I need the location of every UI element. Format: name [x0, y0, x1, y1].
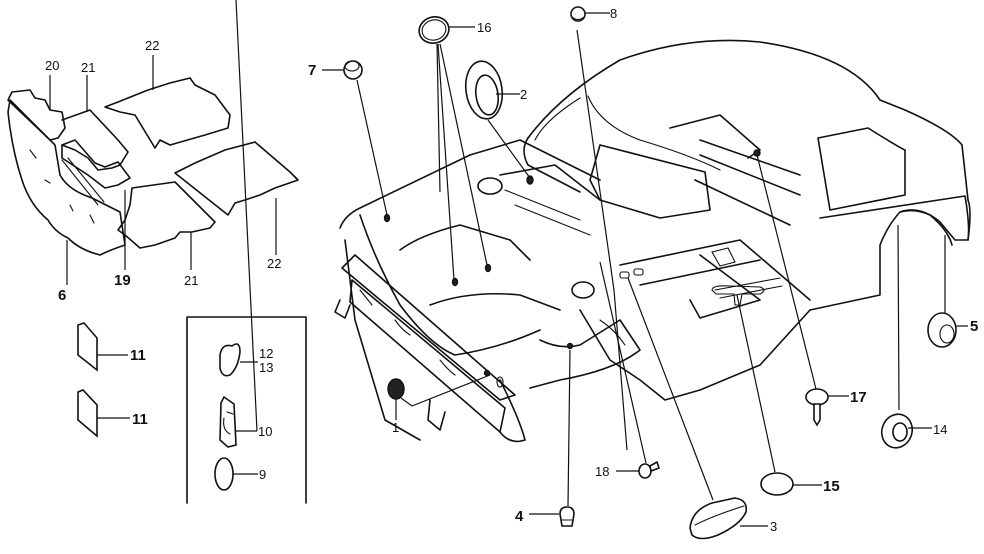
mat-22-upper [104, 77, 231, 149]
label-2: 2 [520, 87, 527, 102]
plug-3 [627, 277, 768, 540]
label-14: 14 [933, 422, 947, 437]
plug-1 [387, 374, 491, 420]
plug-9 [214, 457, 258, 491]
plug-4 [529, 349, 575, 527]
label-17: 17 [850, 389, 867, 406]
plug-5 [927, 235, 968, 348]
mat-19 [61, 139, 131, 189]
label-11-upper: 11 [130, 347, 146, 364]
floor-mat-group [7, 77, 299, 256]
parts-inset-box [186, 316, 307, 504]
plug-7 [322, 60, 388, 216]
pad-11-upper [77, 322, 128, 372]
label-4: 4 [515, 508, 524, 525]
label-11-lower: 11 [132, 411, 148, 428]
label-21-lower: 21 [184, 273, 198, 288]
plug-12-13 [219, 343, 258, 377]
plug-15 [736, 294, 822, 496]
label-9: 9 [259, 467, 266, 482]
pad-11-lower [77, 389, 130, 438]
mat-20 [7, 89, 66, 141]
label-8: 8 [610, 6, 617, 21]
label-13: 13 [259, 360, 273, 375]
mat-21-upper [61, 109, 129, 171]
clip-17 [756, 154, 849, 427]
mat-22-lower [174, 141, 299, 216]
label-6: 6 [58, 287, 66, 304]
plug-14 [880, 224, 932, 449]
label-21-upper: 21 [81, 60, 95, 75]
mat-21-lower [117, 181, 216, 249]
label-16: 16 [477, 20, 491, 35]
label-22-lower: 22 [267, 256, 281, 271]
label-1: 1 [392, 420, 399, 435]
plug-2 [464, 60, 531, 179]
plug-8 [570, 6, 628, 451]
label-19: 19 [114, 272, 131, 289]
label-5: 5 [970, 318, 978, 335]
label-22-upper: 22 [145, 38, 159, 53]
plug-16 [418, 16, 488, 281]
label-7: 7 [308, 62, 316, 79]
label-15: 15 [823, 478, 840, 495]
car-body-shell [334, 39, 971, 443]
clip-10 [219, 0, 258, 448]
dash-insulator [7, 99, 126, 256]
label-10: 10 [258, 424, 272, 439]
bolt-18 [599, 261, 661, 479]
label-18: 18 [595, 464, 609, 479]
label-20: 20 [45, 58, 59, 73]
label-12: 12 [259, 346, 273, 361]
label-3: 3 [770, 519, 777, 534]
